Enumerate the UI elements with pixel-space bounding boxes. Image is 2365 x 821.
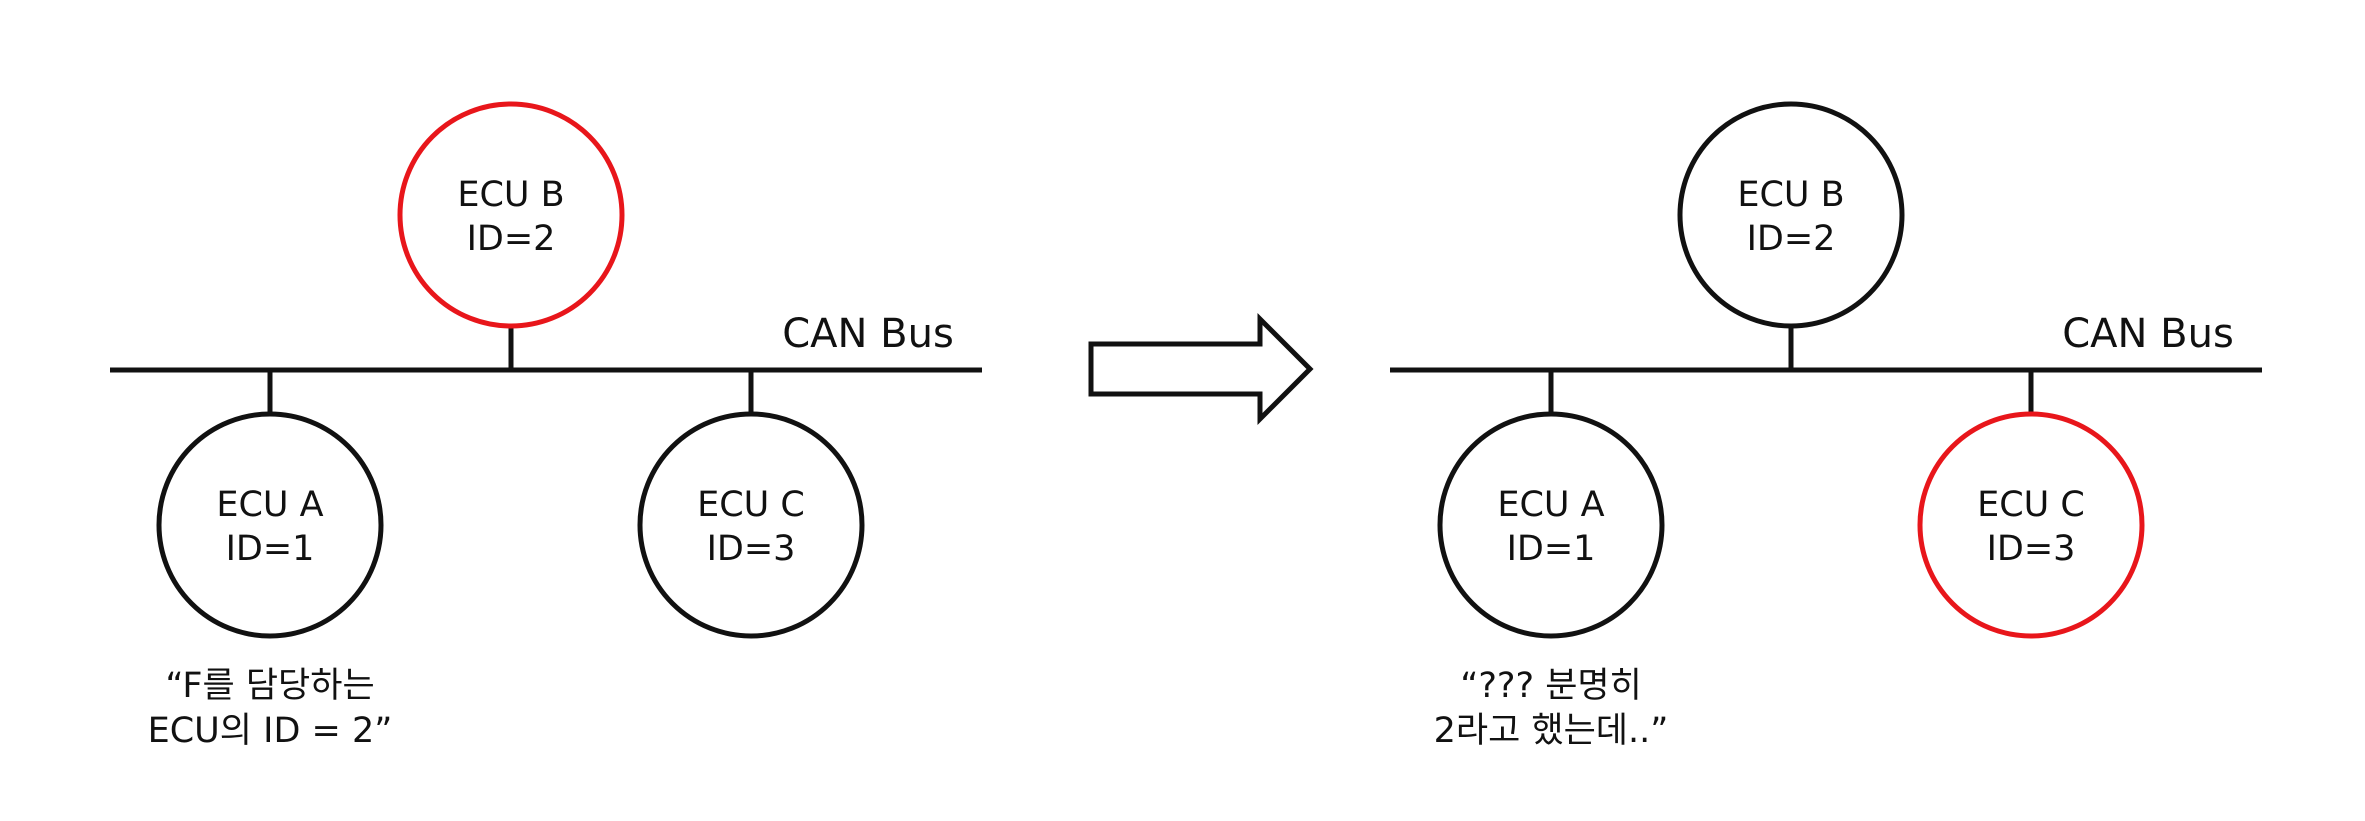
left-panel: CAN Bus ECU B ID=2 ECU A ID=1 ECU C ID=3… [110,101,982,751]
left-bus-label: CAN Bus [782,311,954,357]
right-ecu-b-name: ECU B [1737,175,1844,215]
left-ecu-a-name: ECU A [216,485,323,525]
left-ecu-c-name: ECU C [697,485,805,525]
right-ecu-b-circle [1677,101,1905,329]
right-ecu-a-id: ID=1 [1507,529,1596,569]
left-ecu-c-node: ECU C ID=3 [637,411,865,639]
left-quote-line-2: ECU의 ID = 2” [148,711,393,751]
right-ecu-a-name: ECU A [1497,485,1604,525]
left-ecu-c-id: ID=3 [707,529,796,569]
right-ecu-c-id: ID=3 [1987,529,2076,569]
left-ecu-b-node: ECU B ID=2 [397,101,625,329]
left-quote-line-1: “F를 담당하는 [165,666,374,706]
left-ecu-a-id: ID=1 [226,529,315,569]
right-ecu-a-circle [1437,411,1665,639]
right-quote-line-1: “??? 분명히 [1460,666,1642,706]
right-ecu-c-circle [1917,411,2145,639]
left-ecu-b-id: ID=2 [467,219,556,259]
left-ecu-c-circle [637,411,865,639]
right-arrow-icon [1088,312,1314,426]
right-quote-line-2: 2라고 했는데..” [1434,711,1669,751]
right-ecu-b-id: ID=2 [1747,219,1836,259]
left-ecu-a-node: ECU A ID=1 [156,411,384,639]
right-ecu-b-node: ECU B ID=2 [1677,101,1905,329]
left-ecu-a-circle [156,411,384,639]
right-ecu-c-name: ECU C [1977,485,2085,525]
left-ecu-b-circle [397,101,625,329]
left-ecu-b-name: ECU B [457,175,564,215]
right-bus-label: CAN Bus [2062,311,2234,357]
right-ecu-a-node: ECU A ID=1 [1437,411,1665,639]
right-ecu-c-node: ECU C ID=3 [1917,411,2145,639]
right-panel: CAN Bus ECU B ID=2 ECU A ID=1 ECU C ID=3… [1390,101,2262,751]
